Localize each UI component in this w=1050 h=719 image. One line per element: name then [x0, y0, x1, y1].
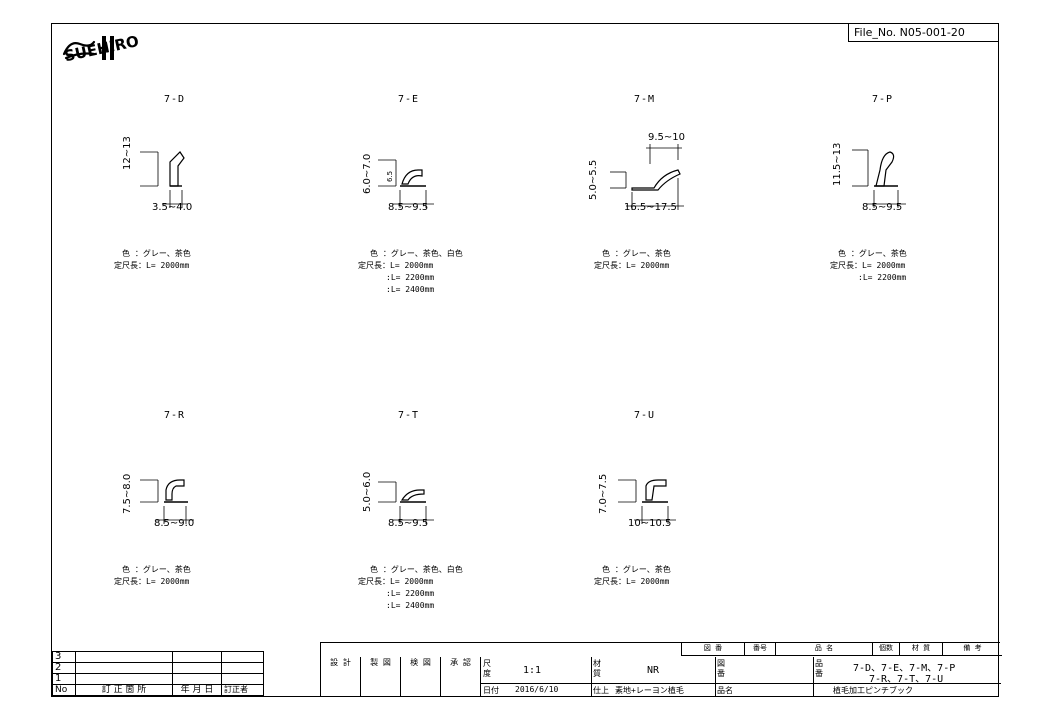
part-name-label-cell: 品名	[715, 683, 814, 697]
profile-7-p	[852, 149, 906, 208]
part-7-u: 7-U 7.0~7.5 10~10.5 色 ：グレー、茶色 定尺長：L= 200…	[582, 406, 802, 606]
header-quantity: 個数	[873, 643, 900, 655]
profile-7-t	[378, 481, 434, 524]
revision-header-no: No	[52, 684, 76, 696]
color-spec: 色 ：グレー、茶色	[122, 249, 191, 258]
part-code: 7-R	[164, 410, 186, 421]
revision-no: 1	[52, 673, 76, 685]
part-code: 7-T	[398, 410, 420, 421]
inner-dimension: 9.5~10	[648, 132, 686, 143]
color-spec: 色 ：グレー、茶色	[122, 565, 191, 574]
length-spec-extra-2: :L= 2400mm	[386, 601, 435, 610]
color-spec: 色 ：グレー、茶色	[602, 565, 671, 574]
height-dimension: 5.0~6.0	[362, 471, 373, 512]
part-code: 7-P	[872, 94, 894, 105]
header-material: 材 質	[900, 643, 943, 655]
length-spec: 定尺長：L= 2000mm	[114, 261, 190, 270]
revision-no: 2	[52, 662, 76, 674]
material-cell: 材質 NR	[591, 657, 716, 684]
part-7-t: 7-T 5.0~6.0 8.5~9.5 色 ：グレー、茶色、白色 定尺長：L= …	[342, 406, 562, 626]
approval-drafting: 製 図	[361, 657, 401, 697]
length-spec: 定尺長：L= 2000mm	[830, 261, 906, 270]
header-part-name: 品 名	[776, 643, 873, 655]
length-spec-extra-1: :L= 2200mm	[858, 273, 907, 282]
width-dimension: 8.5~9.5	[388, 202, 429, 213]
approval-boxes: 設 計 製 図 検 図 承 認	[321, 657, 481, 697]
revision-header-author: 訂正者	[221, 684, 264, 696]
height-dimension: 5.0~5.5	[588, 159, 599, 200]
profile-7-r	[140, 479, 194, 524]
part-no-cell: 品番 7-D、7-E、7-M、7-P 7-R、7-T、7-U	[813, 657, 1001, 685]
svg-text:SUEHIRO: SUEHIRO	[63, 32, 141, 64]
length-spec-extra-2: :L= 2400mm	[386, 285, 435, 294]
part-name-cell: 植毛加工ピンチブック	[833, 686, 913, 695]
revision-header-date: 年 月 日	[172, 684, 222, 696]
profile-7-e	[378, 159, 434, 208]
profile-7-d	[140, 151, 188, 208]
header-drawing-no: 図 番	[682, 643, 745, 655]
date-cell: 日付 2016/6/10	[481, 683, 592, 697]
width-dimension: 8.5~9.5	[388, 518, 429, 529]
revision-row: 3	[52, 651, 264, 663]
title-header-row: 図 番 番号 品 名 個数 材 質 備 考	[681, 643, 1002, 656]
part-7-r: 7-R 7.5~8.0 8.5~9.0 色 ：グレー、茶色 定尺長：L= 200…	[102, 406, 322, 606]
part-code: 7-U	[634, 410, 656, 421]
approval-check: 検 図	[401, 657, 441, 697]
revision-header-location: 訂 正 箇 所	[75, 684, 173, 696]
profile-7-u	[618, 479, 676, 524]
part-7-p: 7-P 11.5~13 8.5~9.5 色 ：グレー、茶色 定尺長：L= 200…	[822, 90, 1042, 300]
revision-header: No 訂 正 箇 所 年 月 日 訂正者	[52, 684, 264, 696]
finish-cell: 仕上 素地+レーヨン植毛	[591, 683, 716, 697]
length-spec: 定尺長：L= 2000mm	[594, 577, 670, 586]
height-dimension: 7.0~7.5	[598, 473, 609, 514]
suehiro-logo: SUEHIRO	[63, 32, 141, 64]
revision-row: 1	[52, 673, 264, 685]
part-code: 7-E	[398, 94, 420, 105]
length-spec: 定尺長：L= 2000mm	[114, 577, 190, 586]
width-dimension: 8.5~9.5	[862, 202, 903, 213]
color-spec: 色 ：グレー、茶色、白色	[370, 565, 463, 574]
length-spec-extra-1: :L= 2200mm	[386, 589, 435, 598]
part-7-m: 7-M 9.5~10 5.0~5.5 16.5~17.5 色 ：グレー、茶色 定…	[582, 90, 802, 290]
length-spec: 定尺長：L= 2000mm	[594, 261, 670, 270]
revision-table: 3 2 1 No 訂 正 箇 所 年 月 日 訂正者	[52, 651, 264, 696]
color-spec: 色 ：グレー、茶色、白色	[370, 249, 463, 258]
width-dimension: 3.5~4.0	[152, 202, 193, 213]
color-spec: 色 ：グレー、茶色	[602, 249, 671, 258]
height-dimension: 12~13	[122, 136, 133, 170]
header-remarks: 備 考	[963, 644, 982, 652]
drawing-sheet: File_No. N05-001-20 SUEHIRO 7-D 12~13 3.…	[51, 23, 1002, 697]
length-spec-extra-1: :L= 2200mm	[386, 273, 435, 282]
width-dimension: 10~10.5	[628, 518, 672, 529]
approval-design: 設 計	[321, 657, 361, 697]
title-block: 設 計 製 図 検 図 承 認 図 番 番号 品 名 個数 材 質 備 考 尺度…	[320, 642, 1002, 697]
color-spec: 色 ：グレー、茶色	[838, 249, 907, 258]
revision-row: 2	[52, 662, 264, 674]
length-spec: 定尺長：L= 2000mm	[358, 261, 434, 270]
height-dimension: 7.5~8.0	[122, 473, 133, 514]
height-dimension: 6.0~7.0	[362, 153, 373, 194]
part-7-d: 7-D 12~13 3.5~4.0 色 ：グレー、茶色 定尺長：L= 2000m…	[102, 90, 322, 290]
drawing-no-cell: 図番	[715, 657, 814, 684]
approval-approve: 承 認	[441, 657, 481, 697]
height-dimension: 11.5~13	[832, 142, 843, 186]
inner-dimension: 6.5	[386, 170, 394, 182]
width-dimension: 8.5~9.0	[154, 518, 195, 529]
profile-7-m	[610, 144, 684, 210]
scale-cell: 尺度 1:1	[481, 657, 592, 684]
length-spec: 定尺長：L= 2000mm	[358, 577, 434, 586]
revision-no: 3	[52, 651, 76, 663]
file-number: File_No. N05-001-20	[848, 24, 998, 42]
part-code: 7-M	[634, 94, 656, 105]
width-dimension: 16.5~17.5	[624, 202, 677, 213]
part-code: 7-D	[164, 94, 186, 105]
part-7-e: 7-E 6.0~7.0 6.5 8.5~9.5 色 ：グレー、茶色、白色 定尺長…	[342, 90, 562, 310]
header-number: 番号	[745, 643, 776, 655]
